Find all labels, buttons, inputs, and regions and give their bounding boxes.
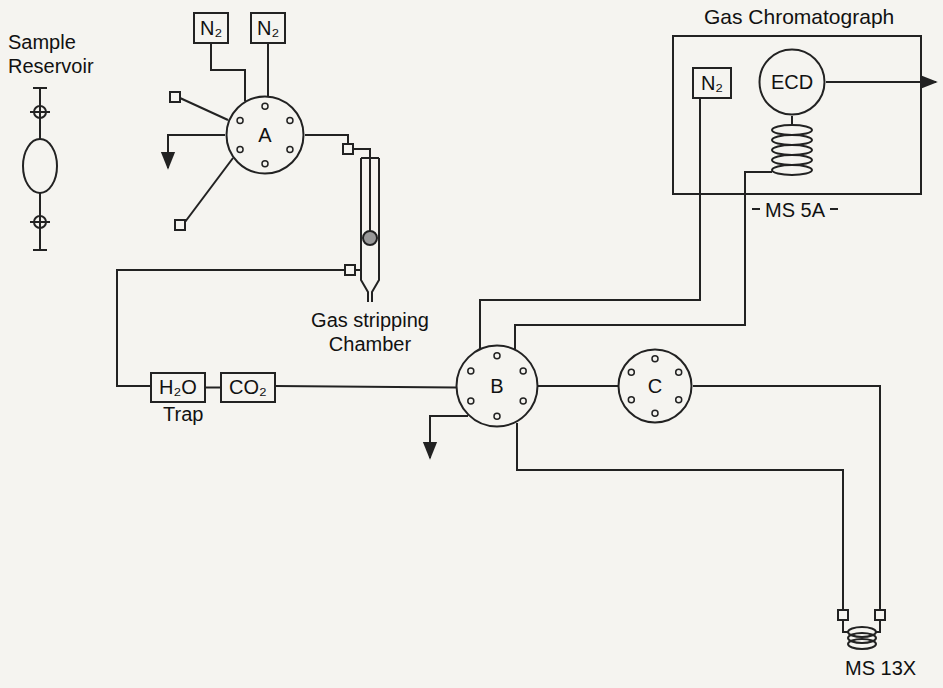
- gas-line: [305, 135, 348, 144]
- exhaust-arrow: [826, 81, 936, 83]
- valve-port: [520, 398, 526, 404]
- part-label: MS 13X: [845, 656, 916, 680]
- instrument-box: N₂ECDGas Chromatograph: [672, 35, 922, 195]
- vent-arrow: [430, 416, 468, 458]
- gas-supply-box: N₂: [250, 12, 286, 44]
- gas-line: [515, 195, 745, 349]
- fitting: [343, 144, 353, 154]
- part-label: Sample Reservoir: [8, 30, 98, 78]
- stopcock-handle: [30, 111, 50, 113]
- valve-port: [287, 146, 293, 152]
- valve-port: [237, 118, 243, 124]
- part-label: Gas stripping Chamber: [295, 308, 445, 356]
- valve-port: [262, 103, 268, 109]
- ms5a-column-coil: [772, 125, 812, 175]
- circle-outline: [619, 350, 692, 423]
- gas-line: [538, 385, 618, 387]
- valve-port: [494, 353, 500, 359]
- fitting: [838, 610, 848, 620]
- detector-circle: ECD: [758, 48, 826, 116]
- node-label: A: [258, 124, 271, 147]
- valve-port: [628, 369, 634, 375]
- stopcock-handle: [30, 221, 50, 223]
- valve-port: [468, 398, 474, 404]
- valve-port: [652, 410, 658, 416]
- stripping-chamber: [361, 158, 379, 302]
- detector-line: [791, 116, 793, 125]
- valve: B: [455, 344, 539, 428]
- reservoir-bulb: [23, 139, 57, 193]
- gas-line: [117, 270, 345, 386]
- node-label: CO₂: [229, 376, 267, 399]
- node-label: N₂: [257, 17, 279, 40]
- valve-port: [676, 369, 682, 375]
- gas-line: [206, 387, 220, 389]
- part-label: Trap: [163, 402, 203, 426]
- valve-port: [652, 356, 658, 362]
- gas-line: [693, 386, 880, 610]
- valve-port: [676, 397, 682, 403]
- gas-supply-box: N₂: [193, 12, 229, 44]
- valve-port: [628, 397, 634, 403]
- vent-arrow: [168, 135, 225, 168]
- valve-port: [262, 161, 268, 167]
- trap-box: H₂O: [150, 372, 206, 403]
- instrument-heading: Gas Chromatograph: [704, 5, 894, 29]
- trap-box: CO₂: [220, 372, 276, 403]
- circle-outline: [457, 346, 538, 427]
- valve: A: [225, 95, 305, 175]
- valve-port: [520, 368, 526, 374]
- fitting: [875, 610, 885, 620]
- valve-port: [287, 118, 293, 124]
- circle-outline: [227, 97, 304, 174]
- part-label: MS 5A: [765, 198, 825, 222]
- glass-frit: [363, 231, 377, 245]
- carrier-line: [745, 172, 772, 195]
- gas-line: [267, 44, 269, 96]
- circle-outline: [760, 50, 825, 115]
- gas-line: [211, 44, 245, 102]
- fitting: [175, 220, 185, 230]
- valve: C: [617, 348, 693, 424]
- gas-supply-box: N₂: [692, 67, 732, 99]
- node-label: N₂: [701, 72, 723, 95]
- gas-line: [276, 386, 456, 388]
- sample-line: [180, 98, 228, 120]
- valve-port: [237, 146, 243, 152]
- ms13x-column-coil: [848, 627, 876, 649]
- node-label: B: [490, 375, 503, 398]
- carrier-line: [699, 99, 701, 195]
- node-label: N₂: [200, 17, 222, 40]
- valve-port: [468, 368, 474, 374]
- node-label: H₂O: [159, 376, 197, 399]
- node-label: C: [648, 375, 662, 398]
- node-label: ECD: [771, 71, 813, 94]
- valve-port: [494, 413, 500, 419]
- sample-line: [185, 158, 233, 222]
- gas-line: [517, 423, 843, 610]
- fitting: [170, 92, 180, 102]
- fitting: [345, 265, 355, 275]
